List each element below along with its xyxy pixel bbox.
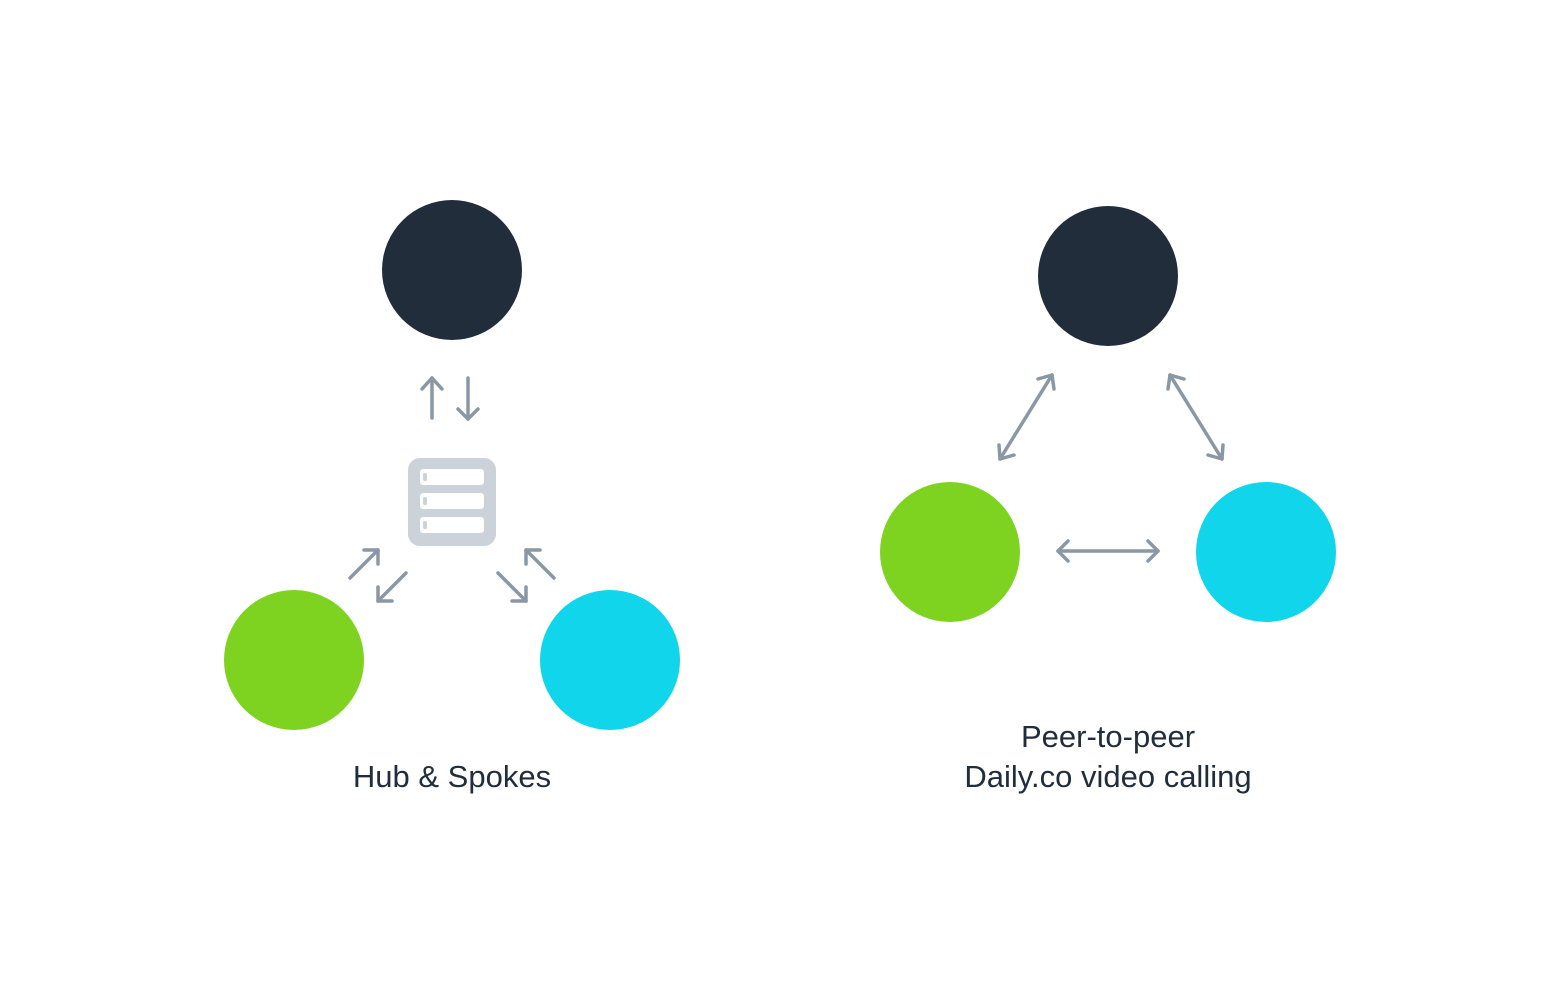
hub-right-participant-node [540, 590, 680, 730]
p2p-right-participant-node [1196, 482, 1336, 622]
arrow-down-right-icon [496, 571, 528, 603]
hub-left-participant-node [224, 590, 364, 730]
double-arrow-top-right-icon [1166, 373, 1225, 461]
hub-and-spokes-caption: Hub & Spokes [252, 757, 652, 797]
peer-to-peer-diagram [880, 206, 1336, 622]
arrow-up-icon [420, 376, 444, 420]
hub-left-arrows [348, 548, 408, 603]
hub-right-arrows [496, 548, 556, 603]
arrow-up-right-icon [348, 548, 380, 580]
arrow-down-left-icon [376, 571, 408, 603]
server-icon [408, 458, 496, 546]
hub-and-spokes-diagram [224, 200, 680, 730]
arrow-up-left-icon [524, 548, 556, 580]
arrow-down-icon [456, 376, 480, 421]
hub-caption-text: Hub & Spokes [352, 759, 552, 794]
p2p-caption-line1: Peer-to-peer [1020, 719, 1196, 754]
p2p-left-participant-node [880, 482, 1020, 622]
peer-to-peer-caption: Peer-to-peer Daily.co video calling [858, 717, 1358, 797]
p2p-caption-line2: Daily.co video calling [964, 759, 1252, 794]
p2p-top-participant-node [1038, 206, 1178, 346]
double-arrow-top-left-icon [997, 373, 1056, 461]
double-arrow-horizontal-icon [1056, 539, 1160, 563]
hub-top-arrows [420, 376, 480, 421]
hub-top-participant-node [382, 200, 522, 340]
